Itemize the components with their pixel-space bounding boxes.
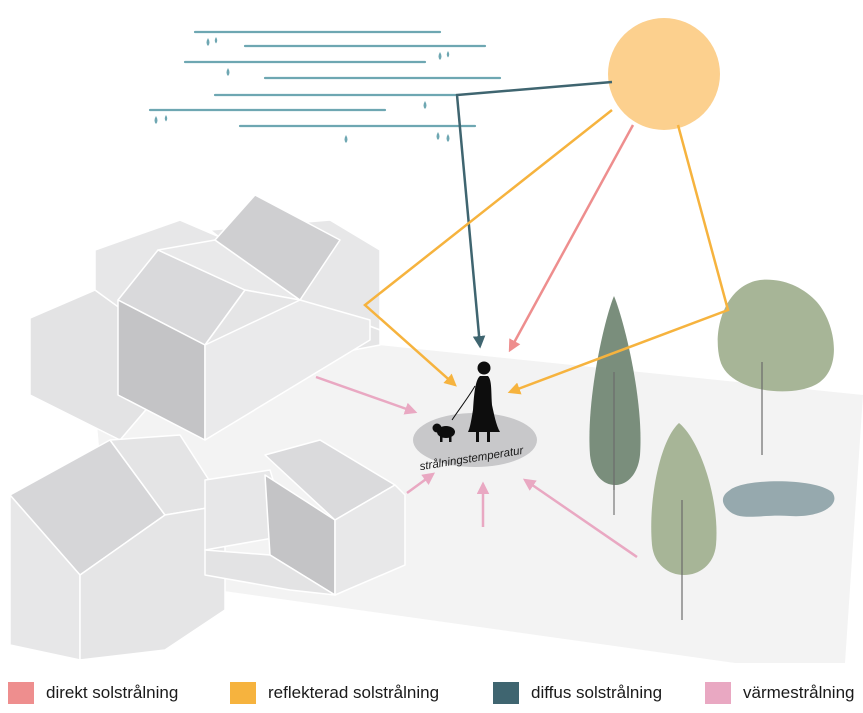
pond <box>722 481 835 517</box>
thermal-arrow-back-building <box>315 375 418 415</box>
legend: direkt solstrålning reflekterad solstrål… <box>0 678 863 708</box>
legend-swatch-direct <box>8 682 34 704</box>
direct-radiation-arrow <box>508 124 635 353</box>
legend-item-reflected: reflekterad solstrålning <box>230 678 439 708</box>
legend-label-reflected: reflekterad solstrålning <box>268 683 440 702</box>
legend-label-direct: direkt solstrålning <box>46 683 179 702</box>
legend-swatch-thermal <box>705 682 731 704</box>
legend-swatch-diffuse <box>493 682 519 704</box>
thermal-arrow-tree <box>522 478 638 559</box>
diffuse-radiation-arrow <box>455 80 613 349</box>
building-back <box>29 194 381 441</box>
legend-label-diffuse: diffus solstrålning <box>531 683 663 702</box>
legend-label-thermal: värmestrålning <box>743 683 855 702</box>
thermal-arrow-front-building <box>406 472 436 495</box>
legend-item-direct: direkt solstrålning <box>8 678 178 708</box>
reflected-radiation-arrow-tree <box>507 124 730 395</box>
legend-item-diffuse: diffus solstrålning <box>493 678 662 708</box>
legend-swatch-reflected <box>230 682 256 704</box>
reflected-radiation-arrow-building <box>363 109 613 387</box>
rain-cloud <box>148 30 502 128</box>
raindrops <box>154 37 450 143</box>
person-walking-dog-icon <box>432 361 500 442</box>
tree-cypress-front <box>651 423 717 620</box>
thermal-radiation-arrows <box>315 375 638 559</box>
radiation-diagram: strålningstemperatur <box>9 18 863 663</box>
building-front-center <box>204 439 406 596</box>
tree-round <box>717 279 834 455</box>
tree-cypress-back <box>589 296 641 515</box>
building-front-left <box>9 434 226 661</box>
legend-item-thermal: värmestrålning <box>705 678 855 708</box>
sun <box>608 18 720 130</box>
